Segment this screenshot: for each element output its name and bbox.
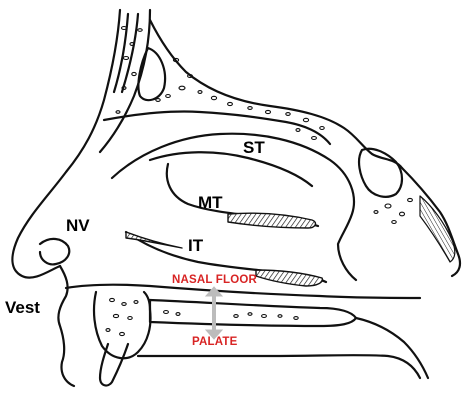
frontal-sinus (138, 48, 165, 100)
soft-palate (356, 318, 428, 378)
label-nasal-floor: NASAL FLOOR (172, 275, 257, 287)
nasal-floor (66, 285, 420, 298)
palate-texture (106, 298, 138, 335)
sphenoid-texture (374, 198, 412, 223)
palatal-process (150, 300, 356, 326)
label-mt: MT (198, 194, 223, 211)
label-nv: NV (66, 217, 90, 234)
label-vest: Vest (5, 299, 40, 316)
label-palate: PALATE (192, 337, 238, 349)
upper-lip (58, 266, 74, 386)
sphenoid-sinus (359, 149, 402, 197)
label-st: ST (243, 139, 265, 156)
hard-palate (94, 292, 151, 358)
label-it: IT (188, 237, 203, 254)
middle-turbinate-hatch (228, 213, 315, 228)
oral-roof (138, 355, 420, 378)
superior-turbinate (150, 152, 312, 186)
palate-dots (164, 311, 299, 320)
floor-palate-arrow (206, 287, 222, 339)
nostril (40, 239, 69, 264)
